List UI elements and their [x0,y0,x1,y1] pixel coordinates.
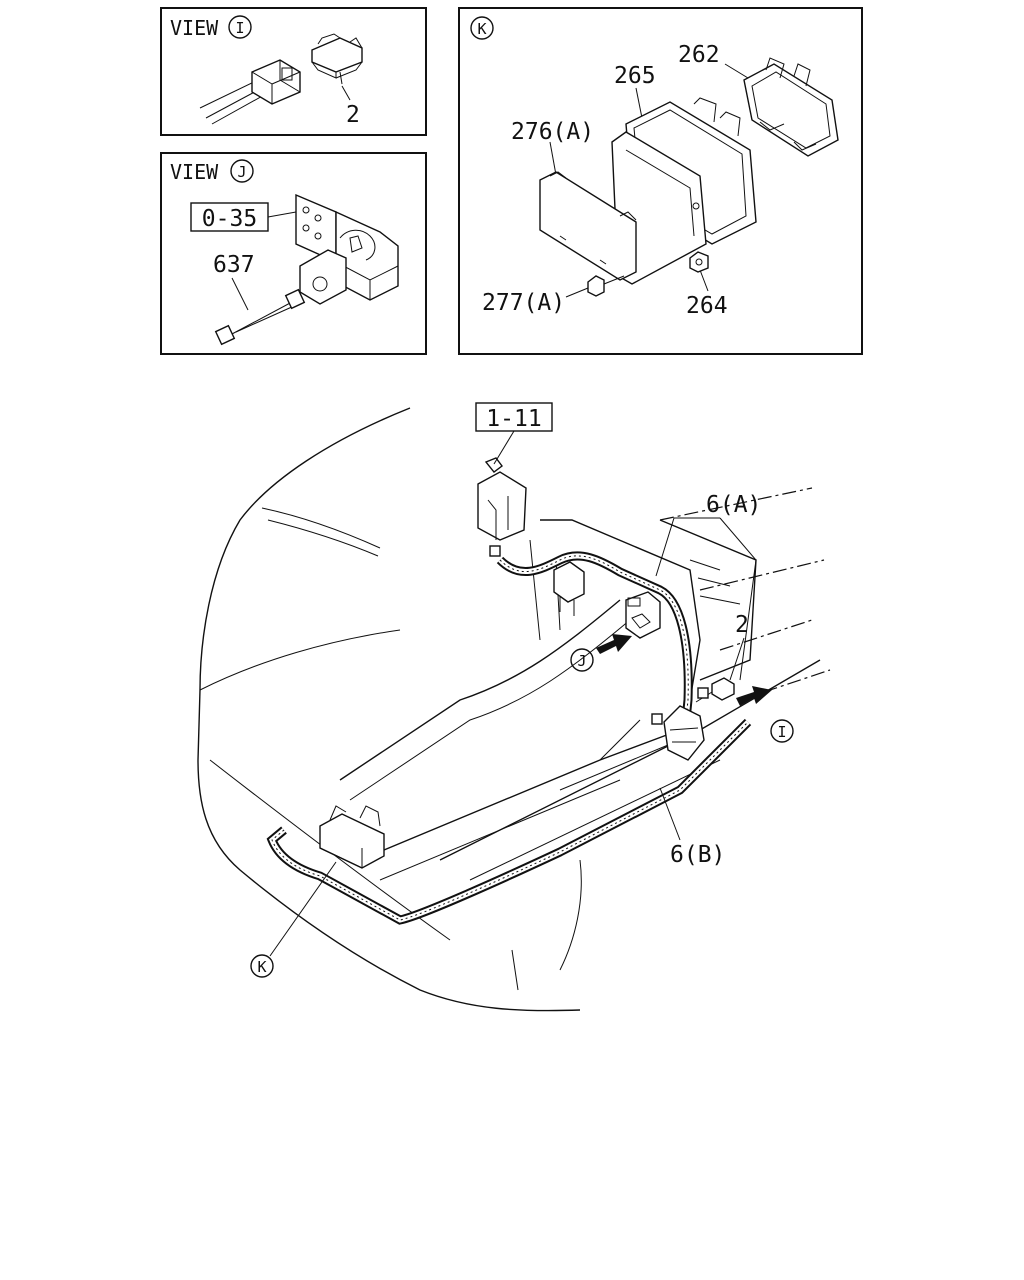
view-k-marker: K [477,20,486,38]
view-i-marker: I [235,19,244,37]
main-ref-label: 1-11 [486,406,541,432]
main-vehicle-drawing: 1-11 6(A) 2 J I 6(B) K [197,402,831,1012]
junction-block-icon [651,705,705,761]
main-marker-k-circle [250,954,274,978]
view-i-frame [160,7,427,136]
part-277a-label: 277(A) [482,290,565,316]
view-i-part-label: 2 [346,102,360,128]
view-j-part-label: 637 [213,252,255,278]
part-264-label: 264 [686,293,728,319]
part-265-label: 265 [614,63,656,89]
main-marker-i: I [777,723,786,741]
view-i-arrow [736,686,772,706]
view-j-wire-connector-icon [214,288,306,346]
main-part-2-label: 2 [735,612,749,638]
part-276a-label: 276(A) [511,119,594,145]
view-i-part-2-icon [311,33,363,85]
view-k-panel: K 262 265 276(A) 277(A) 264 [458,7,863,355]
harness-6a [496,551,693,741]
part-276a-cover-icon [539,171,637,281]
sensor-j-icon [625,591,661,639]
cab-frame [540,519,701,701]
view-j-title: VIEW [170,160,219,184]
part-262-bracket-icon [743,57,839,157]
view-i-connector-icon [199,59,301,125]
main-marker-j-circle [570,648,594,672]
main-marker-i-circle [770,719,794,743]
mid-relay-icon [553,561,585,616]
cab-outline [197,407,581,1012]
ecu-k-icon [319,805,385,869]
harness-6b-label: 6(B) [670,842,725,868]
part-262-label: 262 [678,42,720,68]
view-j-sensor-icon [295,193,399,305]
part-264-nut-icon [689,251,709,273]
view-i-panel: VIEW I 2 [160,7,427,136]
view-j-frame [160,152,427,355]
part-277a-bolt-icon [587,275,625,297]
view-i-leader [341,85,351,101]
view-j-marker-circle [230,159,254,183]
harness-6a-label: 6(A) [706,492,761,518]
view-j-arrow [596,634,632,654]
view-i-title: VIEW [170,16,219,40]
view-j-panel: VIEW J 0-35 637 [160,152,427,355]
relay-unit-icon [477,457,527,557]
main-marker-k: K [257,958,266,976]
view-k-frame [458,7,863,355]
view-i-marker-circle [228,15,252,39]
view-j-ref-label: 0-35 [202,206,257,232]
view-j-marker: J [237,163,246,181]
view-k-marker-circle [470,16,494,40]
connector-2-icon [695,677,735,703]
main-marker-j: J [577,652,586,670]
